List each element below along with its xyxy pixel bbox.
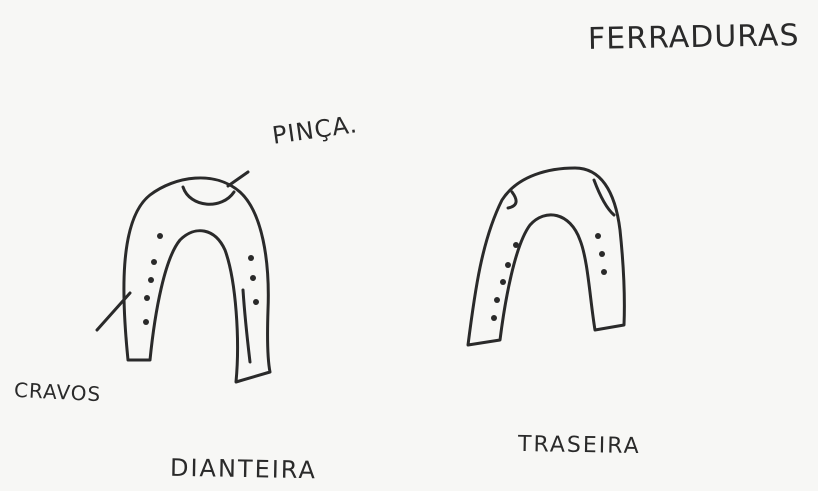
front-nail-hole: [248, 255, 254, 261]
front-nail-hole: [253, 299, 259, 305]
rear-nail-hole: [494, 297, 500, 303]
front-horseshoe-caption: DIANTEIRA: [170, 454, 317, 485]
rear-nail-hole: [505, 262, 511, 268]
rear-nail-hole: [500, 279, 506, 285]
front-nail-hole: [144, 295, 150, 301]
front-nail-hole: [148, 277, 154, 283]
rear-nail-hole: [595, 233, 601, 239]
rear-horseshoe: [468, 168, 624, 345]
rear-nail-hole: [491, 315, 497, 321]
rear-heel-arc-left: [508, 192, 516, 208]
rear-nail-hole: [601, 269, 607, 275]
toe-pointer-line: [228, 172, 248, 186]
front-nail-hole: [143, 319, 149, 325]
front-nail-hole: [250, 275, 256, 281]
front-nail-hole: [151, 259, 157, 265]
front-horseshoe: [97, 172, 270, 382]
front-toe-arc: [183, 187, 234, 204]
nails-label: CRAVOS: [13, 378, 101, 407]
rear-nail-hole: [599, 251, 605, 257]
rear-horseshoe-caption: TRASEIRA: [518, 432, 641, 459]
page-title: FERRADURAS: [588, 18, 800, 57]
rear-nail-hole: [513, 242, 519, 248]
front-inner-line: [243, 290, 250, 362]
front-nail-hole: [157, 233, 163, 239]
